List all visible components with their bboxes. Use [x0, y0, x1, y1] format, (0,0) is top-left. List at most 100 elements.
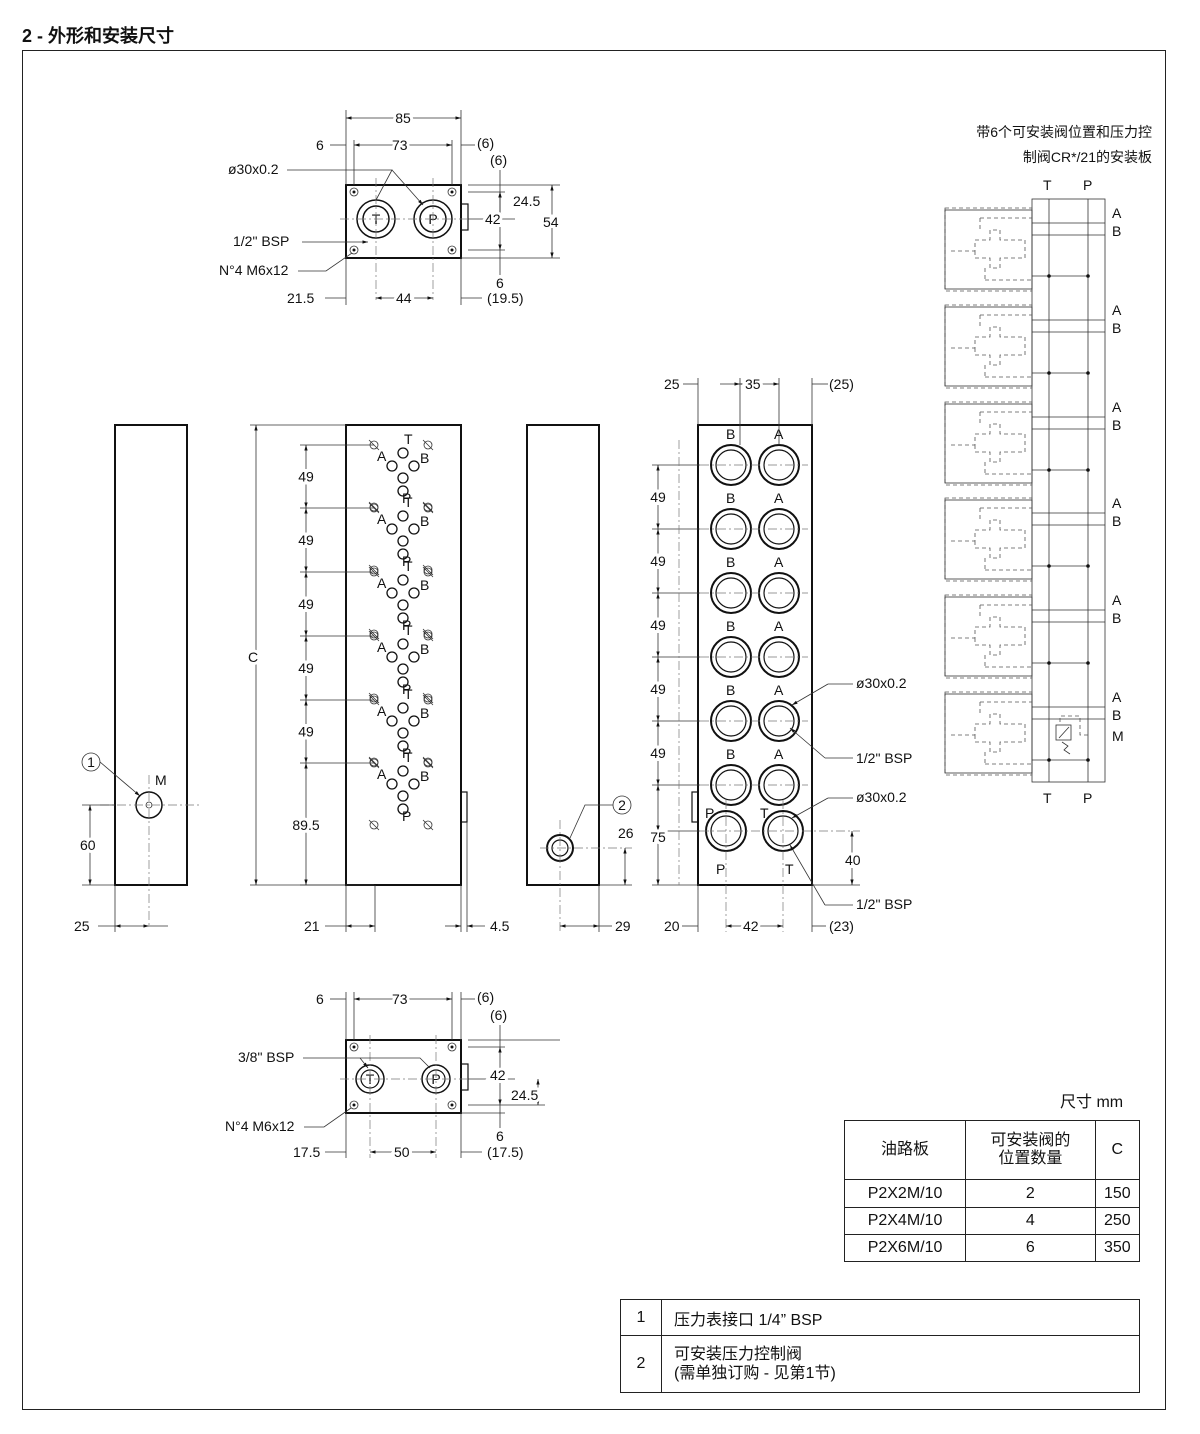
- dimension-label: 49: [650, 681, 666, 697]
- svg-text:54: 54: [543, 214, 559, 230]
- screw-hole-icon: [422, 694, 434, 706]
- port-icon: [397, 548, 409, 560]
- svg-text:P: P: [431, 1071, 440, 1087]
- svg-text:35: 35: [745, 376, 761, 392]
- port-icon: [397, 740, 409, 752]
- svg-text:25: 25: [74, 918, 90, 934]
- dimension-label-bg: 49: [298, 469, 314, 485]
- port-icon: [397, 663, 409, 675]
- svg-text:6: 6: [316, 991, 324, 1007]
- svg-text:42: 42: [490, 1067, 506, 1083]
- dimension-label: 49: [650, 553, 666, 569]
- label: B: [726, 746, 735, 762]
- screw-hole-icon: [422, 628, 434, 640]
- svg-text:ø30x0.2: ø30x0.2: [228, 161, 279, 177]
- junction-dot: [1086, 371, 1090, 375]
- dimension-label-bg: 49: [650, 553, 666, 569]
- port-icon: [386, 715, 398, 727]
- size-table: 油路板 可安装阀的 位置数量 C P2X2M/10 2 150 P2X4M/10…: [843, 1119, 1141, 1263]
- junction-dot: [1086, 274, 1090, 278]
- hydraulic-schematic: 带6个可安装阀位置和压力控 制阀CR*/21的安装板 T P T P ABABA…: [944, 124, 1152, 806]
- svg-text:N°4 M6x12: N°4 M6x12: [225, 1118, 295, 1134]
- screw-hole-icon: [422, 502, 434, 514]
- svg-text:24.5: 24.5: [511, 1087, 538, 1103]
- label: T: [404, 431, 413, 447]
- svg-text:73: 73: [392, 991, 408, 1007]
- svg-text:1/2" BSP: 1/2" BSP: [233, 233, 289, 249]
- table-cell: 6: [965, 1233, 1096, 1263]
- table-cell: 150: [1094, 1179, 1141, 1208]
- svg-text:(6): (6): [490, 152, 507, 168]
- svg-text:(19.5): (19.5): [487, 290, 524, 306]
- junction-dot: [1047, 371, 1051, 375]
- port-icon: [397, 599, 409, 611]
- svg-text:P: P: [705, 805, 714, 821]
- label: T: [404, 749, 413, 765]
- label: B: [420, 513, 429, 529]
- svg-text:2: 2: [618, 797, 626, 813]
- svg-text:C: C: [248, 649, 258, 665]
- svg-text:21: 21: [304, 918, 320, 934]
- label: B: [1112, 223, 1121, 239]
- label: A: [774, 618, 784, 634]
- table-cell: P2X6M/10: [843, 1233, 967, 1263]
- dimension-label: 49: [650, 489, 666, 505]
- svg-text:T: T: [785, 861, 794, 877]
- dimension-label: 75: [650, 829, 666, 845]
- label: B: [726, 490, 735, 506]
- svg-text:(6): (6): [490, 1007, 507, 1023]
- port-icon: [408, 523, 420, 535]
- svg-text:6: 6: [496, 1128, 504, 1144]
- svg-text:60: 60: [80, 837, 96, 853]
- port-icon: A: [758, 618, 800, 678]
- valve-symbol-icon: AB: [944, 399, 1122, 486]
- junction-dot: [1086, 468, 1090, 472]
- junction-dot: [1047, 661, 1051, 665]
- dimension-label-bg: 49: [298, 660, 314, 676]
- port-icon: B: [710, 554, 752, 614]
- header-c: C: [1094, 1119, 1141, 1181]
- label: A: [774, 554, 784, 570]
- label: A: [377, 511, 387, 527]
- svg-text:N°4 M6x12: N°4 M6x12: [219, 262, 289, 278]
- mounting-hole-icon: [447, 1100, 457, 1110]
- label: T: [404, 494, 413, 510]
- valve-symbol-icon: AB: [944, 495, 1122, 582]
- mounting-hole-icon: [447, 245, 457, 255]
- label: B: [1112, 610, 1121, 626]
- svg-text:42: 42: [485, 211, 501, 227]
- svg-text:42: 42: [743, 918, 759, 934]
- label: B: [420, 641, 429, 657]
- svg-text:4.5: 4.5: [490, 918, 510, 934]
- dimension-label: 49: [298, 724, 314, 740]
- legend-number: 2: [620, 1335, 662, 1393]
- svg-text:3/8" BSP: 3/8" BSP: [238, 1049, 294, 1065]
- junction-dot: [1086, 564, 1090, 568]
- table-cell: 350: [1094, 1233, 1141, 1263]
- port-icon: [397, 574, 409, 586]
- label: A: [1112, 399, 1122, 415]
- dimension-label: 49: [298, 596, 314, 612]
- svg-text:24.5: 24.5: [511, 1087, 538, 1103]
- screw-hole-icon: [422, 564, 434, 576]
- screw-hole-icon: [422, 566, 434, 578]
- svg-text:M: M: [1112, 728, 1124, 744]
- svg-text:1/2" BSP: 1/2" BSP: [856, 896, 912, 912]
- left-side-view: M 1 60 60 25: [74, 424, 200, 934]
- label: B: [1112, 707, 1121, 723]
- svg-text:20: 20: [664, 918, 680, 934]
- port-icon: [397, 676, 409, 688]
- svg-text:制阀CR*/21的安装板: 制阀CR*/21的安装板: [1023, 149, 1152, 165]
- section-heading: 2 - 外形和安装尺寸: [22, 26, 175, 46]
- label: P: [402, 617, 411, 633]
- port-icon: [397, 727, 409, 739]
- label: B: [420, 705, 429, 721]
- units-label: 尺寸 mm: [1060, 1094, 1124, 1111]
- junction-dot: [1086, 758, 1090, 762]
- svg-text:(23): (23): [829, 918, 854, 934]
- port-icon: A: [758, 746, 800, 806]
- svg-text:35: 35: [745, 376, 761, 392]
